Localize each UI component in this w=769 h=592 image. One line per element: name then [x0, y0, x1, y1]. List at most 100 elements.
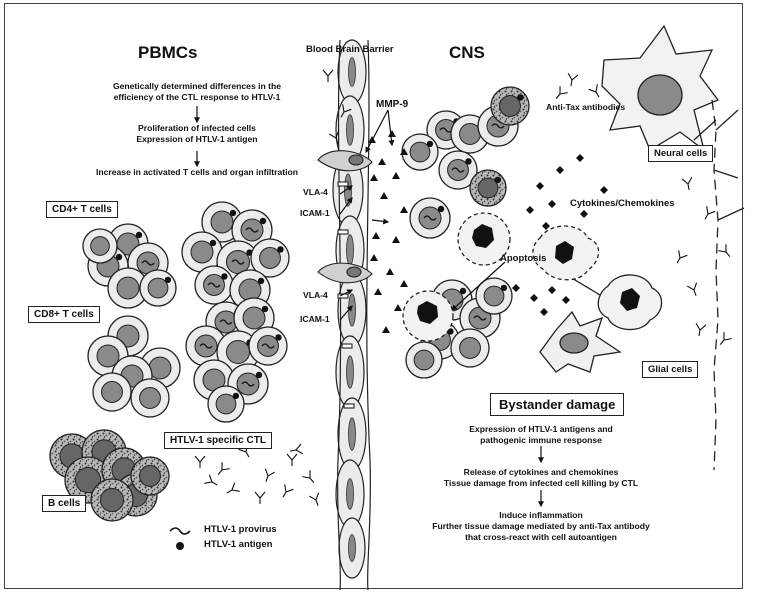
- mmp9-triangle: [388, 130, 396, 137]
- cell-nucleus: [243, 307, 265, 329]
- antibody-icon: [718, 244, 733, 260]
- antigen-dot: [233, 393, 239, 399]
- htlv-ctl-label-box: HTLV-1 specific CTL: [164, 432, 272, 449]
- mmp9-triangle: [378, 158, 386, 165]
- cytokine-diamond: [536, 182, 544, 190]
- antibody-icon: [289, 444, 303, 456]
- antibody-icon: [279, 484, 294, 499]
- antibody-icon: [694, 323, 706, 337]
- endothelial-nucleus: [349, 535, 356, 562]
- antigen-dot: [465, 158, 471, 164]
- cytokine-diamond: [530, 294, 538, 302]
- cytokine-diamond: [548, 200, 556, 208]
- cell-nucleus: [100, 488, 123, 511]
- cytokine-diamond: [548, 286, 556, 294]
- endothelial-nucleus: [347, 115, 354, 146]
- cns-lymphocyte: [410, 198, 450, 238]
- antigen-dot: [165, 277, 171, 283]
- vla4-bottom-label: VLA-4: [303, 291, 328, 301]
- antigen-dot: [116, 254, 122, 260]
- cns-lymphocyte: [451, 329, 489, 367]
- lymphocyte: [249, 327, 287, 365]
- bbb-header: Blood Brain Barrier: [306, 45, 394, 56]
- cytokine-diamond: [600, 186, 608, 194]
- icam1-top-label: ICAM-1: [300, 209, 330, 219]
- cns-lymphocyte: [491, 87, 529, 125]
- b-cell: [131, 457, 169, 495]
- cd8-label-box: CD8+ T cells: [28, 306, 100, 323]
- mmp9-triangle: [372, 232, 380, 239]
- provirus-legend-icon: [170, 528, 190, 534]
- lymphocyte: [208, 386, 244, 422]
- antibody-icon: [195, 456, 205, 468]
- antibody-icon: [224, 483, 239, 498]
- mmp9-triangle: [400, 280, 408, 287]
- cytokine-diamond: [576, 154, 584, 162]
- antibody-icon: [255, 492, 265, 504]
- antigen-dot: [210, 240, 216, 246]
- antigen-dot: [517, 94, 523, 100]
- cytokine-diamond: [526, 206, 534, 214]
- antibody-icon: [302, 470, 317, 486]
- pbmc-step2-line1: Proliferation of infected cells: [54, 124, 340, 134]
- antigen-dot: [262, 306, 268, 312]
- icam1-bottom-label: ICAM-1: [300, 315, 330, 325]
- antigen-dot: [260, 218, 266, 224]
- antigen-dot: [427, 141, 433, 147]
- cytokine-diamond: [512, 284, 520, 292]
- b-cell: [91, 479, 133, 521]
- glial-cells-label-box: Glial cells: [642, 361, 698, 378]
- cns-step3-line2: Further tissue damage mediated by anti-T…: [400, 522, 682, 532]
- mmp9-triangle: [370, 174, 378, 181]
- antigen-dot: [221, 273, 227, 279]
- cell-nucleus: [211, 211, 233, 233]
- antibody-icon: [214, 462, 229, 478]
- cell-nucleus: [460, 124, 481, 145]
- lymphocyte: [195, 266, 233, 304]
- cell-nucleus: [102, 382, 123, 403]
- cell-nucleus: [460, 338, 481, 359]
- endothelial-nucleus: [349, 294, 356, 326]
- endothelial-nucleus: [347, 235, 354, 266]
- lymphocyte: [131, 379, 169, 417]
- antibody-icon: [589, 84, 604, 99]
- mmp9-triangle: [400, 206, 408, 213]
- pbmc-header: PBMCs: [138, 43, 198, 63]
- lymphocyte: [140, 270, 176, 306]
- antibody-icon: [687, 283, 701, 298]
- antibody-icon: [309, 493, 323, 508]
- anti-tax-label: Anti-Tax antibodies: [546, 103, 625, 113]
- bystander-damage-label-box: Bystander damage: [490, 393, 624, 416]
- cd4-label-box: CD4+ T cells: [46, 201, 118, 218]
- cytokine-diamond: [562, 296, 570, 304]
- lymphocyte-cells: [50, 87, 529, 521]
- apoptosis-label: Apoptosis: [500, 254, 546, 265]
- antibody-icon: [323, 70, 333, 82]
- antibody-icon: [701, 206, 716, 221]
- cell-nucleus: [140, 388, 161, 409]
- lymphocyte: [83, 229, 117, 263]
- endothelial-nucleus: [349, 418, 356, 450]
- cell-nucleus: [191, 241, 213, 263]
- b-cells-label-box: B cells: [42, 495, 86, 512]
- mmp9-markers: [368, 130, 408, 333]
- cns-step1-line1: Expression of HTLV-1 antigens and: [426, 425, 656, 435]
- antigen-dot: [495, 177, 501, 183]
- legend-glyphs: [170, 528, 190, 550]
- antibody-icon: [287, 454, 297, 466]
- mmp9-triangle: [392, 172, 400, 179]
- mmp9-triangle: [370, 254, 378, 261]
- glial-cell: [540, 312, 620, 372]
- pbmc-step2-line2: Expression of HTLV-1 antigen: [54, 135, 340, 145]
- endothelial-nucleus: [347, 356, 354, 388]
- cns-header: CNS: [449, 43, 485, 63]
- mmp9-triangle: [394, 304, 402, 311]
- cns-step1-line2: pathogenic immune response: [426, 436, 656, 446]
- cns-step3-line1: Induce inflammation: [426, 511, 656, 521]
- lymphocyte: [93, 373, 131, 411]
- vla4-top-label: VLA-4: [303, 188, 328, 198]
- antigen-dot: [256, 372, 262, 378]
- antigen-dot: [277, 246, 283, 252]
- blood-brain-barrier-cells: [333, 40, 370, 590]
